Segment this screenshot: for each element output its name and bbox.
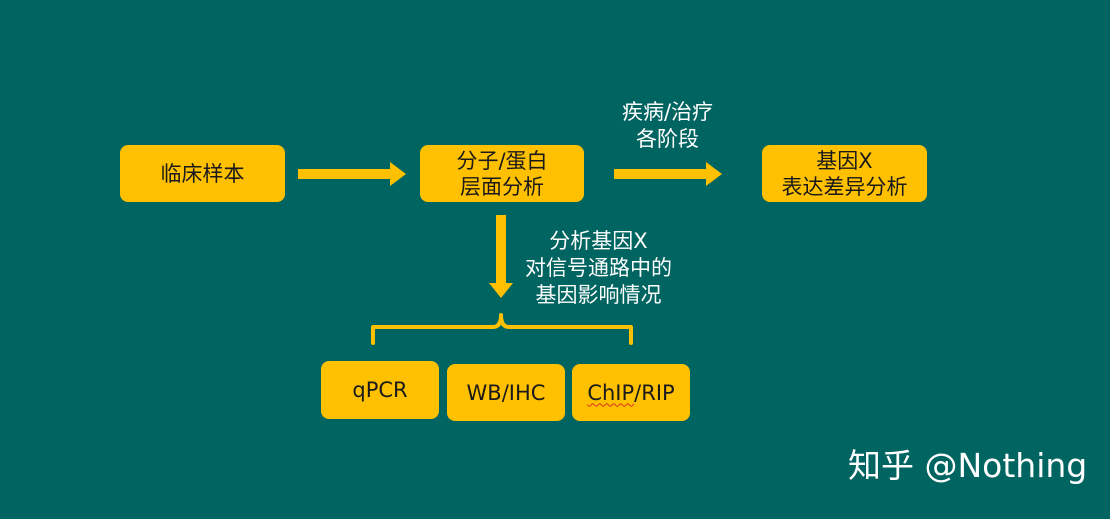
- gene-diff-line-1: 基因X: [816, 148, 873, 173]
- clinical-sample-label: 临床样本: [160, 161, 245, 186]
- signaling-line-2: 对信号通路中的: [525, 256, 672, 280]
- chip-rip-label: ChIP/RIP: [587, 380, 674, 406]
- disease-stage-line-1: 疾病/治疗: [621, 100, 714, 124]
- signaling-line-1: 分析基因X: [549, 229, 648, 253]
- chip-rip-box: ChIP/RIP: [572, 364, 690, 421]
- molecular-level-line-1: 分子/蛋白: [456, 148, 548, 173]
- arrow-down: [489, 215, 513, 298]
- clinical-sample-box: 临床样本: [120, 145, 285, 202]
- chip-spellcheck-text: ChIP: [587, 380, 635, 405]
- watermark: 知乎 @Nothing: [848, 446, 1088, 485]
- disease-stage-line-2: 各阶段: [636, 127, 699, 151]
- wb-ihc-box: WB/IHC: [447, 364, 565, 421]
- arrow-sample-to-molecular: [298, 162, 406, 186]
- disease-stage-note: 疾病/治疗 各阶段: [600, 99, 735, 153]
- wb-ihc-label: WB/IHC: [466, 380, 546, 405]
- molecular-level-box: 分子/蛋白 层面分析: [420, 145, 584, 202]
- molecular-level-line-2: 层面分析: [460, 174, 544, 199]
- qpcr-box: qPCR: [321, 361, 439, 419]
- arrow-molecular-to-gene: [614, 162, 722, 186]
- signaling-line-3: 基因影响情况: [535, 283, 662, 307]
- gene-diff-box: 基因X 表达差异分析: [762, 145, 927, 202]
- method-brace: [371, 313, 633, 345]
- signaling-note: 分析基因X 对信号通路中的 基因影响情况: [506, 228, 691, 309]
- gene-diff-line-2: 表达差异分析: [781, 174, 908, 199]
- rip-text: /RIP: [634, 380, 675, 405]
- qpcr-label: qPCR: [352, 378, 408, 402]
